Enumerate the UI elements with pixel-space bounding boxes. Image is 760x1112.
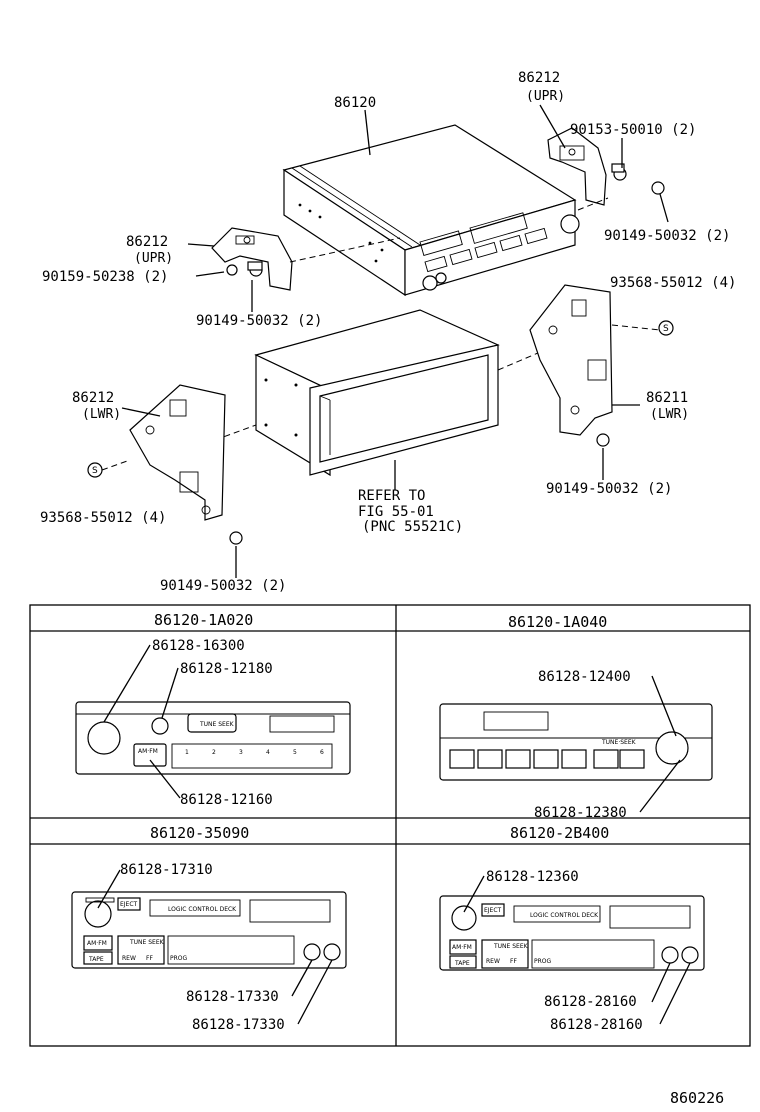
label-refer-line1: REFER TO <box>358 488 425 504</box>
faceplate-2b400: EJECT LOGIC CONTROL DECK AM·FM TAPE TUNE… <box>439 895 705 971</box>
svg-text:AM·FM: AM·FM <box>138 748 158 755</box>
leader-line <box>364 109 371 156</box>
callout-86128-17330-a: 86128-17330 <box>186 989 279 1005</box>
svg-text:EJECT: EJECT <box>484 907 502 914</box>
label-bolt-upr-right-b: 90149-50032 (2) <box>604 228 730 244</box>
label-screw-left: 93568-55012 (4) <box>40 510 166 526</box>
bracket-upr-right-drawing <box>547 127 665 206</box>
callout-86128-12160: 86128-12160 <box>180 792 273 808</box>
faceplate-1a020: TUNE SEEK AM·FM 1 2 3 4 5 6 <box>75 701 351 775</box>
svg-text:AM·FM: AM·FM <box>87 940 107 947</box>
label-refer-line2: FIG 55-01 <box>358 504 434 520</box>
bracket-lwr-right-drawing <box>529 284 613 447</box>
variant-model-2b400: 86120-2B400 <box>510 824 609 842</box>
label-bracket-lwr-left-note: (LWR) <box>82 407 121 422</box>
svg-text:PROG: PROG <box>170 955 188 962</box>
variant-table-grid <box>29 604 751 1047</box>
label-screw-right: 93568-55012 (4) <box>610 275 736 291</box>
label-bolt-upr-left-a: 90159-50238 (2) <box>42 269 168 285</box>
svg-text:3: 3 <box>239 749 243 756</box>
callout-86128-28160-a: 86128-28160 <box>544 994 637 1010</box>
label-bracket-lwr-right-note: (LWR) <box>650 407 689 422</box>
svg-text:TAPE: TAPE <box>454 960 470 967</box>
svg-text:LOGIC CONTROL DECK: LOGIC CONTROL DECK <box>530 912 599 919</box>
radio-unit-drawing <box>282 124 580 297</box>
callout-86128-12400: 86128-12400 <box>538 669 631 685</box>
svg-text:EJECT: EJECT <box>120 901 138 908</box>
svg-text:TUNE·SEEK: TUNE·SEEK <box>601 739 637 746</box>
bracket-lwr-left-drawing <box>129 384 243 545</box>
svg-text:REW: REW <box>486 958 500 965</box>
svg-text:PROG: PROG <box>534 958 552 965</box>
faceplate-1a040: TUNE·SEEK <box>439 703 713 781</box>
callout-86128-12180: 86128-12180 <box>180 661 273 677</box>
svg-text:2: 2 <box>212 749 216 756</box>
svg-text:5: 5 <box>293 749 297 756</box>
callout-86128-28160-b: 86128-28160 <box>550 1017 643 1033</box>
svg-text:TUNE SEEK: TUNE SEEK <box>199 721 235 728</box>
svg-text:TAPE: TAPE <box>88 956 104 963</box>
svg-text:LOGIC CONTROL DECK: LOGIC CONTROL DECK <box>168 906 237 913</box>
label-bracket-lwr-left: 86212 <box>72 390 114 406</box>
figure-number: 860226 <box>670 1089 724 1107</box>
svg-text:AM·FM: AM·FM <box>452 944 472 951</box>
label-bracket-upr-left: 86212 <box>126 234 168 250</box>
svg-text:6: 6 <box>320 749 324 756</box>
svg-text:FF: FF <box>510 958 517 965</box>
svg-text:TUNE SEEK: TUNE SEEK <box>493 943 529 950</box>
callout-86128-17310: 86128-17310 <box>120 862 213 878</box>
label-bracket-lwr-right: 86211 <box>646 390 688 406</box>
screw-symbol-right: S <box>658 320 674 336</box>
label-bolt-lwr-right: 90149-50032 (2) <box>546 481 672 497</box>
label-bolt-upr-right-a: 90153-50010 (2) <box>570 122 696 138</box>
variant-model-1a020: 86120-1A020 <box>154 611 253 629</box>
pocket-drawing <box>254 309 500 477</box>
callout-86128-17330-b: 86128-17330 <box>192 1017 285 1033</box>
variant-model-35090: 86120-35090 <box>150 824 249 842</box>
label-radio-unit: 86120 <box>334 95 376 111</box>
svg-text:S: S <box>663 324 669 334</box>
faceplate-35090: EJECT LOGIC CONTROL DECK AM·FM TAPE TUNE… <box>71 891 347 969</box>
label-bolt-lwr-left: 90149-50032 (2) <box>160 578 286 594</box>
callout-86128-12360: 86128-12360 <box>486 869 579 885</box>
svg-text:S: S <box>92 466 98 476</box>
svg-text:FF: FF <box>146 955 153 962</box>
svg-text:1: 1 <box>185 749 189 756</box>
svg-text:REW: REW <box>122 955 136 962</box>
bracket-upr-left-drawing <box>211 227 293 291</box>
label-bracket-upr-left-note: (UPR) <box>134 251 173 266</box>
svg-text:TUNE SEEK: TUNE SEEK <box>129 939 165 946</box>
variant-model-1a040: 86120-1A040 <box>508 613 607 631</box>
label-bracket-upr-right-note: (UPR) <box>526 89 565 104</box>
callout-86128-16300: 86128-16300 <box>152 638 245 654</box>
label-refer-line3: (PNC 55521C) <box>362 519 463 535</box>
label-bracket-upr-right: 86212 <box>518 70 560 86</box>
callout-86128-12380: 86128-12380 <box>534 805 627 821</box>
screw-symbol-left: S <box>87 462 103 478</box>
svg-text:4: 4 <box>266 749 270 756</box>
label-bolt-upr-left-b: 90149-50032 (2) <box>196 313 322 329</box>
